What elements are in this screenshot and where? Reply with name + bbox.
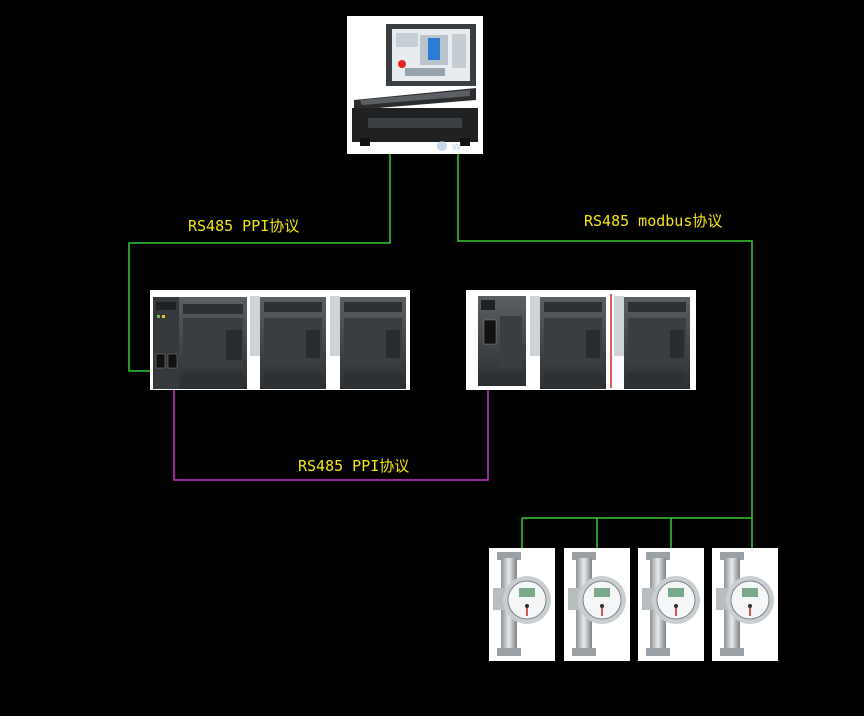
industrial-computer: W bbox=[347, 16, 483, 154]
modbus-link-line bbox=[457, 154, 753, 548]
ppi-link-label: RS485 PPI协议 bbox=[188, 217, 300, 235]
plc-expansion-module-1 bbox=[250, 296, 326, 389]
plc-link-label: RS485 PPI协议 bbox=[298, 457, 410, 475]
plc-comm-module bbox=[478, 296, 526, 386]
plc-group-left bbox=[150, 290, 410, 390]
ppi-link-line bbox=[128, 154, 391, 372]
flowmeter-4 bbox=[712, 548, 778, 661]
flowmeter-3 bbox=[638, 548, 704, 661]
flowmeters bbox=[489, 548, 778, 661]
plc-expansion-module-3 bbox=[530, 296, 606, 389]
flowmeter-2 bbox=[564, 548, 630, 661]
plc-cpu-module bbox=[153, 297, 247, 389]
svg-text:W: W bbox=[452, 143, 461, 153]
plc-group-right bbox=[466, 290, 696, 390]
flowmeter-1 bbox=[489, 548, 555, 661]
plc-expansion-module-4 bbox=[614, 296, 690, 389]
plc-link-line bbox=[173, 376, 489, 481]
green-bus-lines bbox=[128, 154, 753, 548]
plc-expansion-module-2 bbox=[330, 296, 406, 389]
modbus-link-label: RS485 modbus协议 bbox=[584, 212, 723, 230]
